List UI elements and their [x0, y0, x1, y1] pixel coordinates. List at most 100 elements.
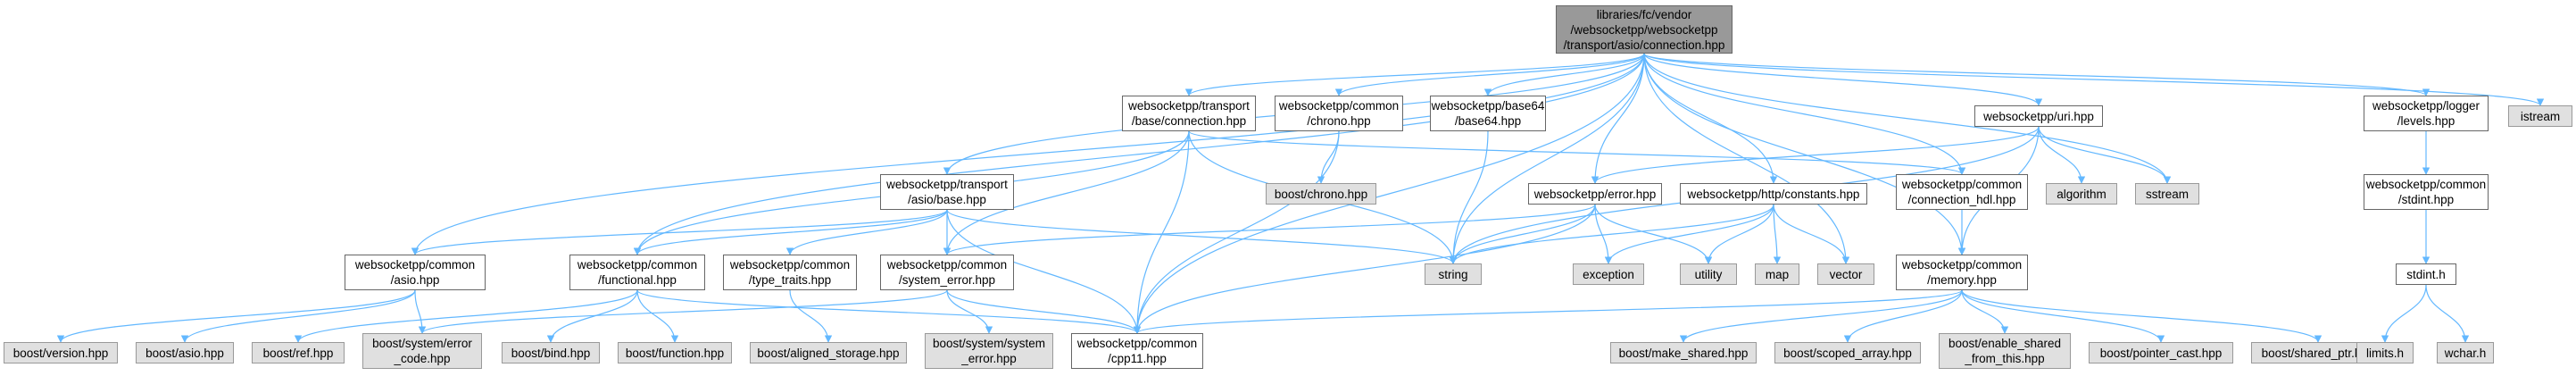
node-boost-make-shared[interactable]: boost/make_shared.hpp	[1610, 342, 1757, 363]
node-transport-base-connection[interactable]: websocketpp/transport/base/connection.hp…	[1122, 96, 1256, 131]
node-label-line: /asio.hpp	[390, 273, 440, 287]
node-label-line: websocketpp/common	[354, 258, 476, 272]
node-boost-function[interactable]: boost/function.hpp	[618, 342, 732, 363]
dependency-edge	[1449, 204, 1774, 264]
node-http-constants[interactable]: websocketpp/http/constants.hpp	[1680, 183, 1867, 205]
node-boost-pointer-cast[interactable]: boost/pointer_cast.hpp	[2089, 342, 2233, 363]
dependency-edge	[294, 289, 638, 343]
dependency-edge	[2381, 284, 2427, 343]
node-label-line: websocketpp/base64	[1431, 99, 1545, 113]
node-utility[interactable]: utility	[1680, 263, 1737, 285]
node-label-line: /connection_hdl.hpp	[1907, 193, 2016, 206]
node-label-line: /levels.hpp	[2397, 114, 2456, 128]
node-boost-enable-shared-from-this[interactable]: boost/enable_shared_from_this.hpp	[1939, 333, 2071, 369]
dependency-edge	[1643, 53, 2043, 106]
node-common-type-traits[interactable]: websocketpp/common/type_traits.hpp	[723, 255, 857, 290]
node-vector[interactable]: vector	[1817, 263, 1874, 285]
dependency-edge	[180, 289, 416, 343]
dependency-edge	[789, 289, 833, 343]
node-exception[interactable]: exception	[1573, 263, 1644, 285]
node-common-stdint[interactable]: websocketpp/common/stdint.hpp	[2364, 174, 2489, 210]
node-common-system-error[interactable]: websocketpp/common/system_error.hpp	[880, 255, 1014, 290]
node-label-line: boost/scoped_array.hpp	[1783, 346, 1912, 360]
dependency-edge	[1773, 204, 1782, 264]
node-limits-h[interactable]: limits.h	[2356, 342, 2414, 363]
node-label-line: /websocketpp/websocketpp	[1570, 22, 1718, 37]
node-uri[interactable]: websocketpp/uri.hpp	[1974, 105, 2103, 127]
dependency-edge	[1643, 53, 2430, 96]
node-connection-hdl[interactable]: websocketpp/common/connection_hdl.hpp	[1896, 174, 2028, 210]
node-boost-system-system-error[interactable]: boost/system/system_error.hpp	[925, 333, 1053, 369]
dependency-edge	[418, 289, 948, 334]
dependency-edge	[1449, 53, 1645, 264]
node-common-chrono[interactable]: websocketpp/common/chrono.hpp	[1275, 96, 1403, 131]
dependency-edge	[1317, 130, 1340, 184]
node-sstream[interactable]: sstream	[2135, 183, 2199, 205]
dependency-edge	[1594, 204, 1613, 264]
node-boost-chrono[interactable]: boost/chrono.hpp	[1266, 183, 1376, 205]
node-label-line: boost/make_shared.hpp	[1618, 346, 1749, 360]
node-label-line: string	[1438, 267, 1468, 281]
node-common-memory[interactable]: websocketpp/common/memory.hpp	[1896, 255, 2028, 290]
node-label-line: vector	[1829, 267, 1863, 281]
dependency-edge	[633, 53, 1645, 255]
node-boost-asio[interactable]: boost/asio.hpp	[136, 342, 234, 363]
dependency-edge	[1449, 204, 1596, 264]
node-label-line: /system_error.hpp	[898, 273, 996, 287]
node-label-line: websocketpp/transport	[886, 178, 1008, 191]
node-map[interactable]: map	[1755, 263, 1799, 285]
dependency-edge	[1604, 204, 1774, 264]
node-logger-levels[interactable]: websocketpp/logger/levels.hpp	[2364, 96, 2489, 131]
node-label-line: algorithm	[2057, 187, 2107, 201]
node-label-line: websocketpp/http/constants.hpp	[1687, 187, 1860, 201]
node-boost-scoped-array[interactable]: boost/scoped_array.hpp	[1774, 342, 1921, 363]
node-label-line: sstream	[2145, 187, 2189, 201]
node-base64[interactable]: websocketpp/base64/base64.hpp	[1430, 96, 1546, 131]
node-label-line: websocketpp/transport	[1128, 99, 1250, 113]
node-label-line: /asio/base.hpp	[908, 193, 986, 206]
node-stdint-h[interactable]: stdint.h	[2396, 263, 2456, 285]
node-label-line: boost/asio.hpp	[145, 346, 224, 360]
node-label-line: boost/shared_ptr.hpp	[2261, 346, 2375, 360]
dependency-edge	[1679, 289, 1963, 343]
node-string[interactable]: string	[1425, 263, 1482, 285]
dependency-edge	[414, 289, 427, 334]
dependency-edge	[633, 209, 948, 255]
node-label-line: stdint.h	[2406, 267, 2446, 281]
node-label-line: websocketpp/common	[1901, 178, 2023, 191]
node-boost-bind[interactable]: boost/bind.hpp	[502, 342, 600, 363]
dependency-edge	[1133, 53, 1645, 334]
dependency-edge	[1188, 130, 1965, 175]
node-boost-version[interactable]: boost/version.hpp	[4, 342, 118, 363]
node-boost-ref[interactable]: boost/ref.hpp	[252, 342, 345, 363]
node-istream[interactable]: istream	[2508, 105, 2572, 127]
dependency-edge	[2038, 126, 2086, 184]
dependency-edge	[1961, 289, 2165, 343]
node-root-connection-hpp[interactable]: libraries/fc/vendor/websocketpp/websocke…	[1556, 5, 1733, 54]
node-label-line: /cpp11.hpp	[1108, 352, 1167, 365]
dependency-edge	[1643, 53, 1966, 175]
node-boost-system-error-code[interactable]: boost/system/error_code.hpp	[362, 333, 482, 369]
node-label-line: websocketpp/common	[729, 258, 851, 272]
node-label-line: istream	[2520, 109, 2561, 123]
node-label-line: websocketpp/common	[1278, 99, 1400, 113]
node-common-cpp11[interactable]: websocketpp/common/cpp11.hpp	[1071, 333, 1203, 369]
node-label-line: _from_this.hpp	[1965, 352, 2045, 365]
node-label-line: /transport/asio/connection.hpp	[1563, 38, 1725, 52]
node-label-line: websocketpp/error.hpp	[1533, 187, 1657, 201]
node-label-line: boost/system/error	[372, 337, 472, 350]
node-wchar-h[interactable]: wchar.h	[2437, 342, 2494, 363]
node-label-line: boost/bind.hpp	[511, 346, 591, 360]
node-common-functional[interactable]: websocketpp/common/functional.hpp	[569, 255, 705, 290]
node-error[interactable]: websocketpp/error.hpp	[1528, 183, 1662, 205]
dependency-edge	[636, 289, 1142, 334]
dependency-edge	[1773, 204, 1850, 264]
node-label-line: websocketpp/uri.hpp	[1983, 109, 2094, 123]
dependency-edge	[1643, 53, 2544, 106]
node-transport-asio-base[interactable]: websocketpp/transport/asio/base.hpp	[880, 174, 1014, 210]
node-boost-aligned-storage[interactable]: boost/aligned_storage.hpp	[750, 342, 907, 363]
node-common-asio[interactable]: websocketpp/common/asio.hpp	[345, 255, 486, 290]
node-algorithm[interactable]: algorithm	[2046, 183, 2117, 205]
dependency-edge	[1643, 53, 1850, 264]
